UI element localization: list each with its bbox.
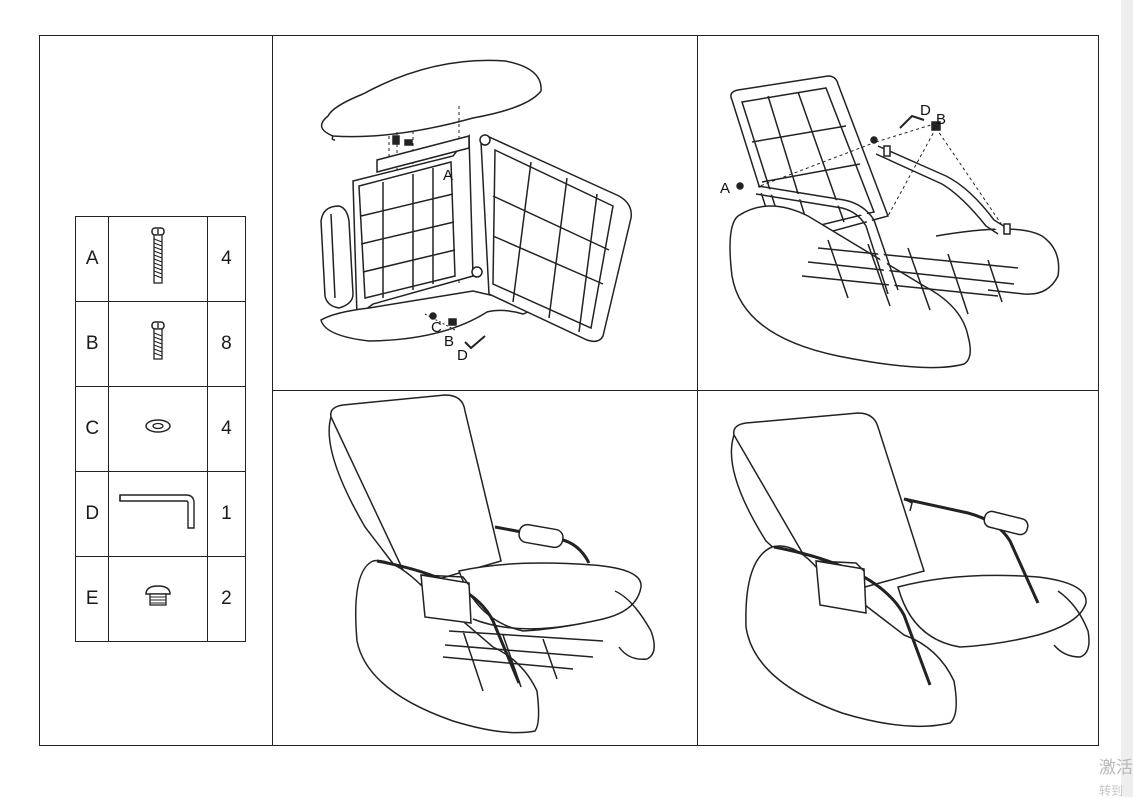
rocker-base — [729, 205, 971, 369]
scrollbar-track[interactable] — [1121, 0, 1133, 797]
callout-a: A — [720, 180, 730, 197]
watermark-subtext: 转到 — [1099, 784, 1124, 798]
callout-c: C — [431, 319, 442, 336]
parts-row-c: C 4 — [74, 386, 247, 472]
side-pocket — [420, 574, 472, 624]
callout-b: B — [444, 333, 454, 350]
parts-row-a: A 4 — [74, 216, 247, 302]
allen-key-icon — [119, 494, 195, 529]
step-4-illustration — [698, 391, 1098, 745]
callout-b: B — [936, 111, 946, 128]
side-pocket — [815, 560, 867, 614]
parts-table: A 4 B 8 C — [74, 216, 247, 642]
part-quantity: 4 — [206, 386, 247, 472]
parts-row-e: E 2 — [74, 556, 247, 642]
part-label: A — [74, 216, 110, 302]
step-2-illustration: A D B — [698, 36, 1098, 389]
long-screw-icon — [151, 227, 165, 284]
watermark-text: 激活 — [1099, 758, 1133, 777]
callout-d: D — [920, 102, 931, 119]
end-cap-icon — [145, 585, 171, 606]
part-quantity: 2 — [206, 556, 247, 642]
short-screw-icon — [151, 321, 165, 360]
backrest-cushion — [733, 412, 925, 598]
rocker-base — [745, 545, 957, 728]
washer-icon — [145, 419, 171, 433]
backrest-board — [320, 59, 542, 138]
parts-row-b: B 8 — [74, 301, 247, 387]
part-label: D — [74, 471, 110, 557]
part-label: C — [74, 386, 110, 472]
rocker-base — [354, 559, 540, 734]
callout-a: A — [443, 167, 453, 184]
step-3-illustration — [273, 391, 697, 745]
part-quantity: 1 — [206, 471, 247, 557]
parts-row-d: D 1 — [74, 471, 247, 557]
step-1-illustration: A C B D — [273, 36, 697, 389]
part-label: B — [74, 301, 110, 387]
backrest-cushion — [330, 394, 502, 588]
part-label: E — [74, 556, 110, 642]
part-quantity: 8 — [206, 301, 247, 387]
part-quantity: 4 — [206, 216, 247, 302]
seat-cushion — [897, 574, 1087, 648]
instruction-sheet — [39, 35, 1099, 746]
divider-horizontal — [272, 390, 1098, 391]
seat-cushion — [458, 562, 642, 632]
callout-d: D — [457, 347, 468, 364]
